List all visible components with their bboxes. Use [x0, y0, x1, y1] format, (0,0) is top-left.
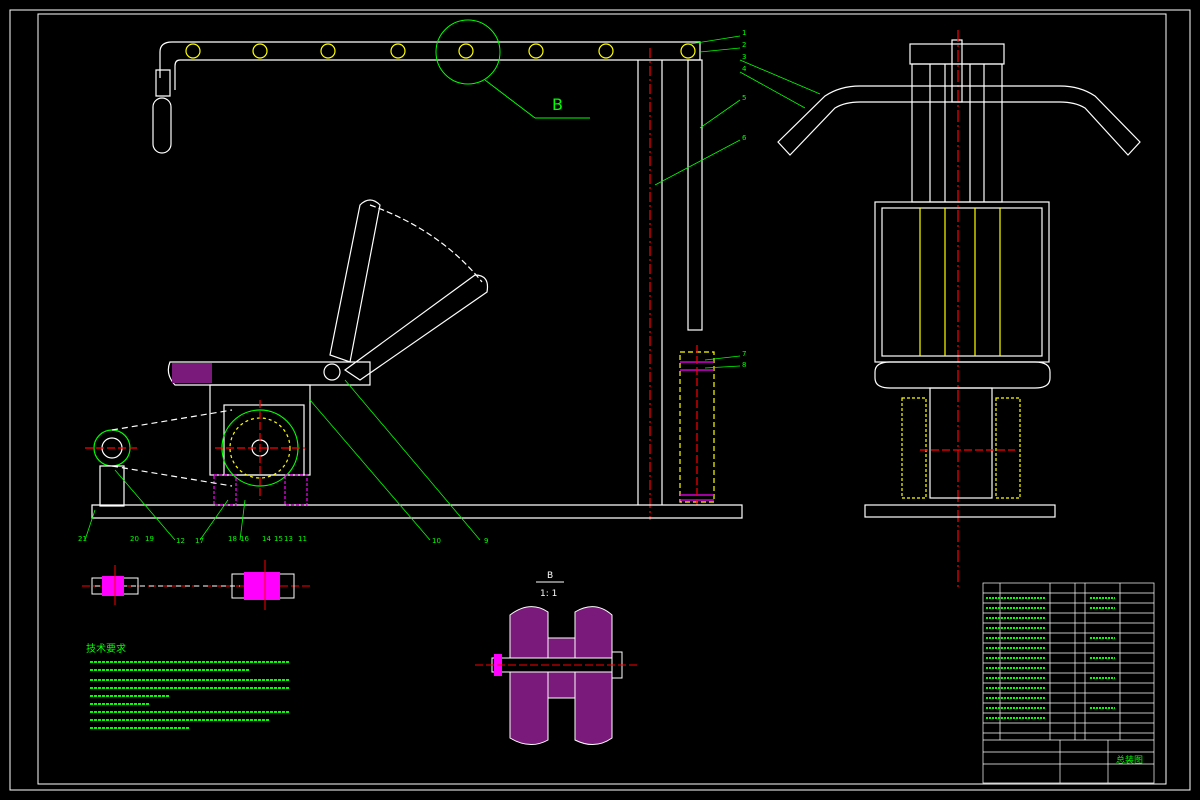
balloon-18: 18 — [228, 535, 237, 543]
balloon-9: 9 — [484, 537, 488, 545]
title-block-name: 总装图 — [1116, 754, 1143, 766]
balloon-21: 21 — [78, 535, 87, 543]
front-view — [85, 41, 743, 520]
balloon-20: 20 — [130, 535, 139, 543]
balloon-2: 2 — [742, 41, 746, 49]
balloon-12: 12 — [176, 537, 185, 545]
handle-link — [155, 69, 171, 97]
balloon-4: 4 — [742, 65, 747, 73]
bom-text-marks — [986, 597, 1115, 719]
balloon-labels: 1 2 3 4 5 6 7 8 9 10 11 12 13 14 15 16 1… — [78, 29, 747, 545]
bom-rows — [983, 592, 1154, 783]
outer-border — [9, 9, 1191, 791]
balloon-6: 6 — [742, 134, 747, 142]
detail-b-callout: B — [435, 19, 590, 119]
title-block: 总装图 — [982, 582, 1155, 784]
balloon-8: 8 — [742, 361, 746, 369]
balloon-16: 16 — [240, 535, 249, 543]
balloon-3: 3 — [742, 53, 746, 61]
balloon-13: 13 — [284, 535, 293, 543]
section-title: B — [547, 571, 553, 581]
balloon-14: 14 — [262, 535, 271, 543]
balloon-11: 11 — [298, 535, 307, 543]
technical-notes: 技术要求 — [86, 642, 290, 729]
balloon-5: 5 — [742, 94, 746, 102]
hanging-handle — [152, 97, 172, 154]
balloon-17: 17 — [195, 537, 204, 545]
arm-pulleys — [185, 43, 696, 59]
section-scale: 1: 1 — [540, 589, 557, 599]
balloon-7: 7 — [742, 350, 746, 358]
inner-border — [37, 13, 1167, 785]
section-b-view: B 1: 1 — [475, 571, 640, 745]
balloon-19: 19 — [145, 535, 154, 543]
detail-callout-label: B — [552, 95, 563, 114]
balloon-15: 15 — [274, 535, 283, 543]
leader-lines — [84, 35, 821, 541]
side-view — [777, 30, 1141, 590]
notes-title: 技术要求 — [86, 642, 126, 655]
shaft-details — [82, 560, 310, 610]
balloon-10: 10 — [432, 537, 441, 545]
balloon-1: 1 — [742, 29, 746, 37]
top-arm — [159, 41, 701, 90]
